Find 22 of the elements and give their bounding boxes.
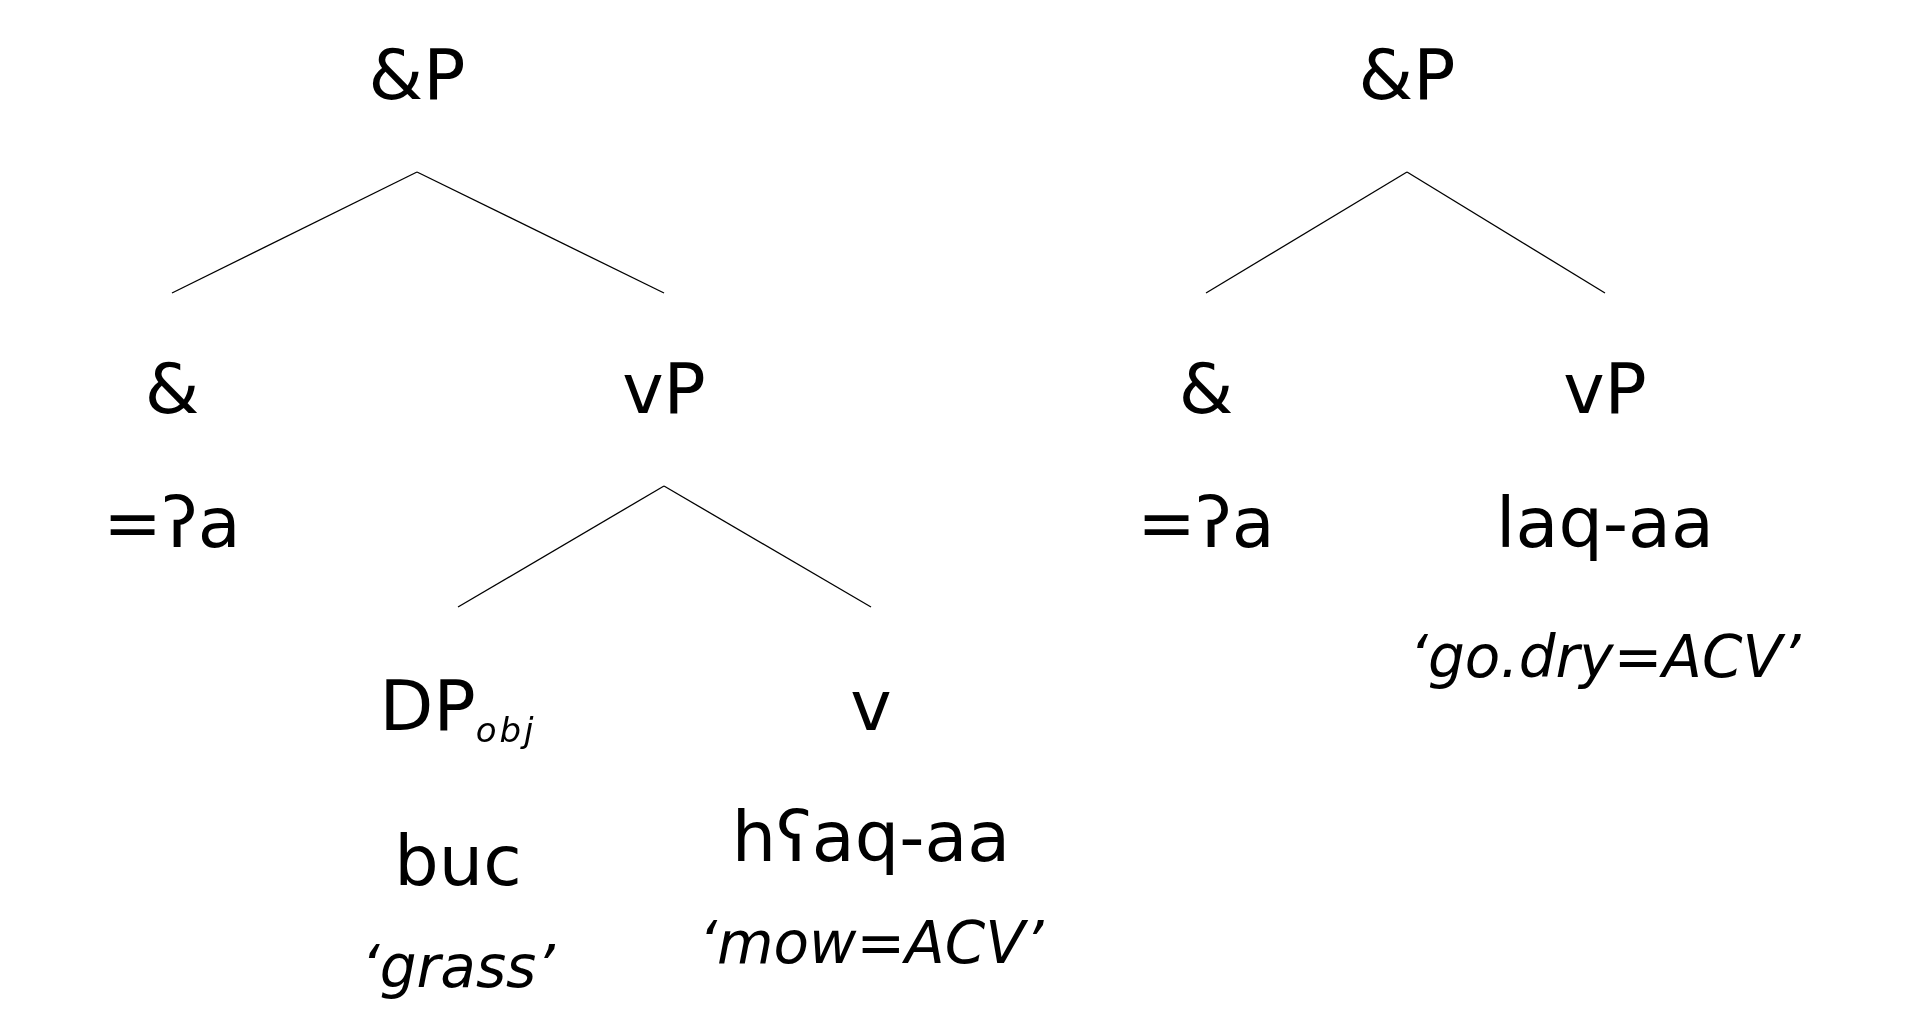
category-label: &P: [1358, 33, 1456, 118]
category-label: v: [850, 664, 892, 749]
branch-line: [1406, 171, 1606, 294]
category-label: vP: [622, 347, 706, 432]
gloss-text: ‘mow=ACV’: [698, 908, 1044, 979]
word-form: hʕaq-aa: [731, 795, 1011, 880]
gloss-text: ‘go.dry=ACV’: [1409, 622, 1801, 693]
branch-line: [1205, 171, 1408, 294]
branch-line: [457, 485, 665, 608]
word-form: laq-aa: [1496, 481, 1714, 566]
word-form: =ʔa: [103, 481, 241, 566]
category-label: &: [1178, 347, 1234, 432]
category-label: &: [144, 347, 200, 432]
branch-line: [416, 171, 665, 294]
gloss-text: ‘grass’: [361, 932, 555, 1003]
category-label: vP: [1563, 347, 1647, 432]
branch-line: [663, 485, 872, 608]
branch-line: [171, 171, 418, 294]
word-form: =ʔa: [1137, 481, 1275, 566]
word-form: buc: [394, 819, 522, 904]
category-label: DP$_{obj}$: [379, 664, 537, 752]
category-label: &P: [368, 33, 466, 118]
